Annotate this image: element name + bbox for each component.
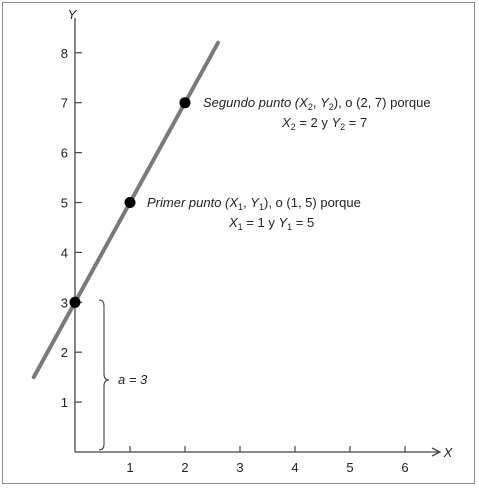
x-tick-label: 5 bbox=[346, 460, 353, 475]
x-tick-label: 1 bbox=[126, 460, 133, 475]
chart-frame bbox=[2, 2, 475, 484]
x-ticks: 1 2 3 4 5 6 bbox=[126, 446, 409, 475]
x-tick-label: 2 bbox=[181, 460, 188, 475]
y-tick-label: 2 bbox=[61, 345, 68, 360]
annotation-point1-line2: X1 = 1 y Y1 = 5 bbox=[228, 215, 314, 232]
x-tick-label: 6 bbox=[401, 460, 408, 475]
x-tick-label: 4 bbox=[291, 460, 298, 475]
y-ticks: 1 2 3 4 5 6 7 8 bbox=[61, 46, 82, 410]
annotation-point1-line1: Primer punto (X1, Y1), o (1, 5) porque bbox=[147, 195, 361, 212]
annotation-point2-line2: X2 = 2 y Y2 = 7 bbox=[281, 115, 367, 132]
y-axis-label: Y bbox=[68, 7, 78, 22]
y-tick-label: 8 bbox=[61, 46, 68, 61]
intercept-brace bbox=[98, 299, 110, 451]
annotation-point2-line1: Segundo punto (X2, Y2), o (2, 7) porque bbox=[203, 95, 431, 112]
data-point bbox=[69, 296, 81, 308]
data-point bbox=[179, 97, 191, 109]
y-tick-label: 6 bbox=[61, 146, 68, 161]
data-points bbox=[69, 97, 191, 308]
y-tick-label: 1 bbox=[61, 395, 68, 410]
x-axis-label: X bbox=[443, 445, 454, 460]
y-tick-label: 7 bbox=[61, 96, 68, 111]
data-point bbox=[124, 197, 136, 208]
y-tick-label: 4 bbox=[61, 245, 68, 260]
y-tick-label: 5 bbox=[61, 196, 68, 211]
intercept-label: a = 3 bbox=[118, 372, 148, 387]
y-tick-label: 3 bbox=[61, 295, 68, 310]
x-axis-arrow bbox=[431, 447, 442, 457]
x-tick-label: 3 bbox=[236, 460, 243, 475]
